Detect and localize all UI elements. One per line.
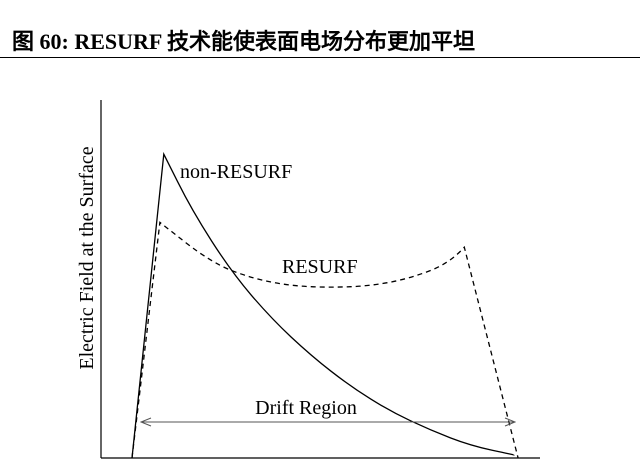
- y-axis-label: Electric Field at the Surface: [76, 146, 98, 369]
- series-resurf-label: RESURF: [282, 256, 358, 278]
- series-non-resurf-label: non-RESURF: [180, 161, 292, 183]
- figure-caption: 图 60: RESURF 技术能使表面电场分布更加平坦: [12, 29, 476, 54]
- series-non-resurf-line: [131, 151, 515, 459]
- caption-rule: [0, 57, 640, 58]
- series-resurf-line: [131, 221, 519, 459]
- caption-bar: 图 60: RESURF 技术能使表面电场分布更加平坦: [0, 0, 640, 58]
- drift-region-label: Drift Region: [255, 397, 357, 419]
